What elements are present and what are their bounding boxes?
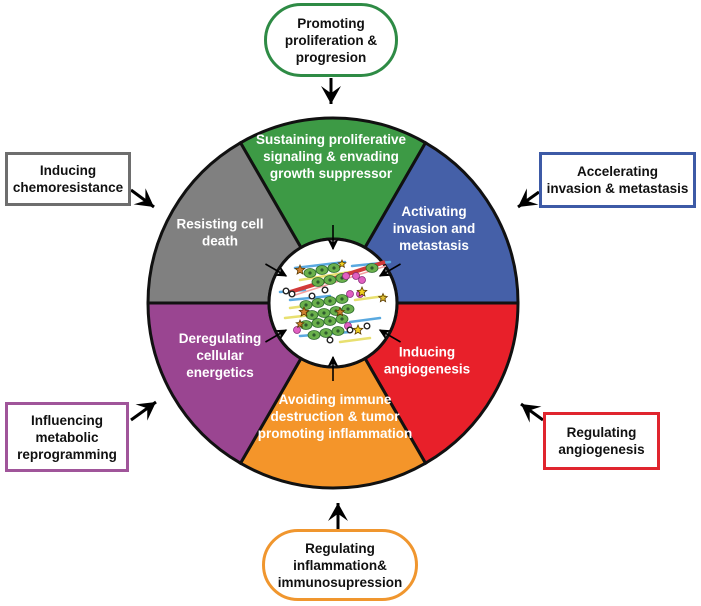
- box-accelerating-invasion: Accelerating invasion & metastasis: [539, 152, 696, 208]
- outer-arrow: [520, 402, 544, 423]
- outer-arrows: [130, 78, 544, 529]
- box-influencing-metabolic-label: Influencing metabolic reprogramming: [17, 412, 117, 462]
- box-accelerating-invasion-label: Accelerating invasion & metastasis: [546, 164, 689, 196]
- wheel-segments: [146, 116, 520, 490]
- outer-arrow: [328, 503, 348, 529]
- box-inducing-chemoresistance: Inducing chemoresistance: [5, 152, 131, 206]
- box-promoting-proliferation-label: Promoting proliferation & progresion: [284, 15, 378, 65]
- box-regulating-angiogenesis: Regulating angiogenesis: [543, 412, 660, 470]
- box-influencing-metabolic: Influencing metabolic reprogramming: [5, 402, 129, 472]
- inner-arrow: [265, 263, 288, 277]
- tumor-microenvironment-icon: [278, 258, 392, 344]
- inner-arrow: [265, 329, 288, 343]
- box-regulating-angiogenesis-label: Regulating angiogenesis: [558, 425, 645, 457]
- box-regulating-inflammation-label: Regulating inflammation& immunosupressio…: [277, 540, 403, 590]
- box-regulating-inflammation: Regulating inflammation& immunosupressio…: [262, 529, 418, 601]
- box-promoting-proliferation: Promoting proliferation & progresion: [264, 3, 398, 77]
- inner-arrows: [265, 225, 401, 381]
- outer-arrow: [130, 400, 157, 422]
- outer-arrow: [517, 188, 540, 209]
- inner-arrow: [378, 329, 401, 343]
- outer-arrow: [321, 78, 341, 104]
- inner-arrow: [378, 263, 401, 277]
- outer-arrow: [130, 188, 155, 209]
- box-inducing-chemoresistance-label: Inducing chemoresistance: [12, 163, 124, 195]
